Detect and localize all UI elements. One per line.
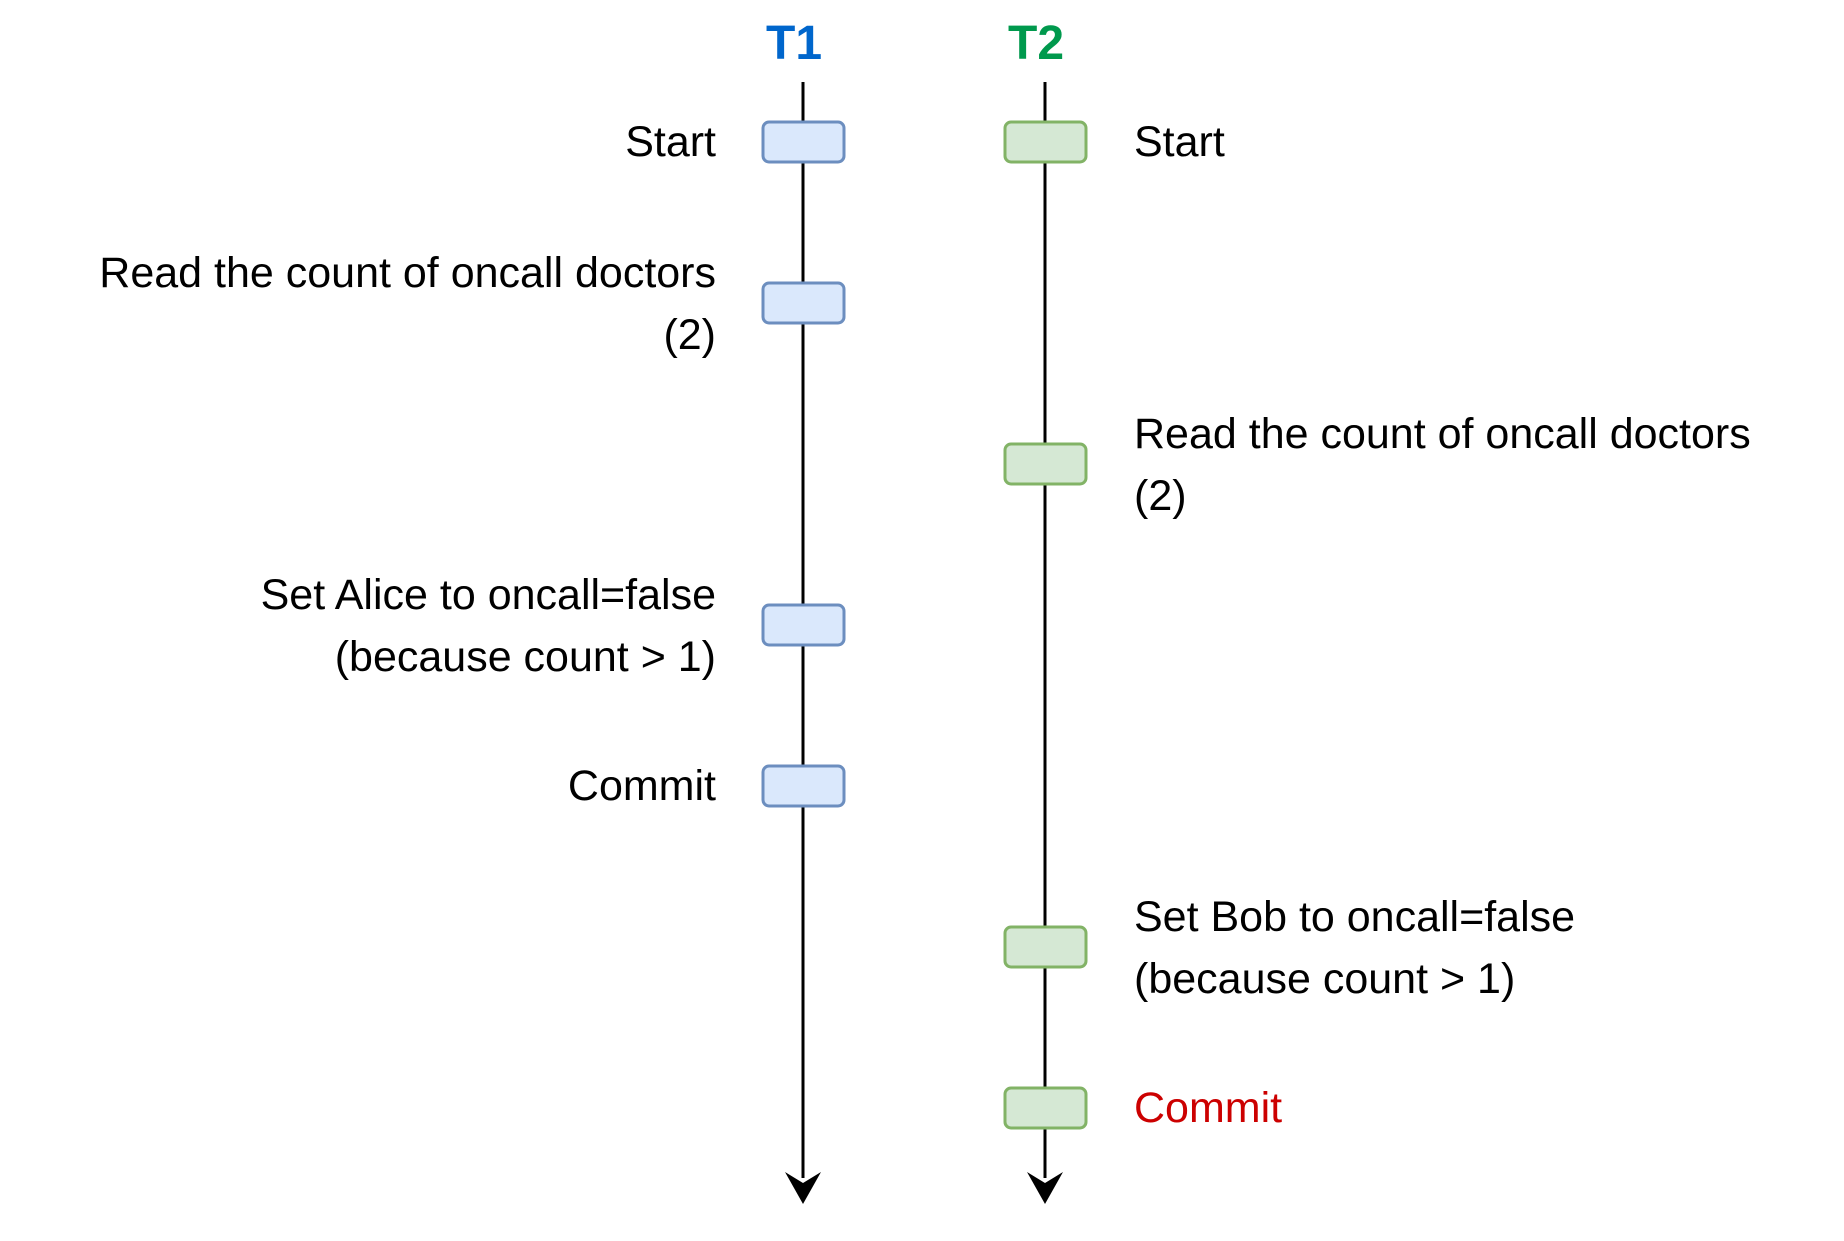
t1-step-label-read-line-2: (2) (663, 311, 716, 359)
t2-step-label-start: Start (1134, 111, 1225, 173)
t2-title: T2 (1008, 17, 1065, 70)
t1-title: T1 (766, 17, 823, 70)
t1-step-label-start-line-1: Start (625, 118, 716, 166)
t1-step-marker-commit (761, 764, 846, 808)
t2-step-label-read-line-1: Read the count of oncall doctors (1134, 410, 1751, 458)
t1-step-label-set: Set Alice to oncall=false (because count… (261, 564, 716, 688)
t2-step-marker-read (1003, 442, 1088, 486)
t1-step-label-read-line-1: Read the count of oncall doctors (99, 249, 716, 297)
t2-step-label-set-line-2: (because count > 1) (1134, 955, 1516, 1003)
t2-step-label-commit: Commit (1134, 1077, 1282, 1139)
t1-step-marker-read (761, 281, 846, 325)
t2-timeline-arrowhead (1027, 1172, 1063, 1204)
t2-step-marker-commit (1003, 1086, 1088, 1130)
t1-timeline-arrowhead (785, 1172, 821, 1204)
t1-step-label-commit: Commit (568, 755, 716, 817)
t2-step-label-set: Set Bob to oncall=false (because count >… (1134, 886, 1575, 1010)
t2-step-marker-start (1003, 120, 1088, 164)
t2-step-label-read: Read the count of oncall doctors (2) (1134, 403, 1751, 527)
t2-step-label-start-line-1: Start (1134, 118, 1225, 166)
t1-step-marker-set (761, 603, 846, 647)
t1-step-label-set-line-2: (because count > 1) (334, 633, 716, 681)
t2-step-label-read-line-2: (2) (1134, 472, 1187, 520)
t2-step-label-set-line-1: Set Bob to oncall=false (1134, 893, 1576, 941)
t2-step-label-commit-line-1: Commit (1134, 1084, 1283, 1132)
t1-step-label-set-line-1: Set Alice to oncall=false (260, 571, 716, 619)
t1-step-marker-start (761, 120, 846, 164)
t1-step-label-read: Read the count of oncall doctors (2) (99, 242, 716, 366)
t2-step-marker-set (1003, 925, 1088, 969)
t1-step-label-start: Start (625, 111, 716, 173)
t1-step-label-commit-line-1: Commit (567, 762, 716, 810)
